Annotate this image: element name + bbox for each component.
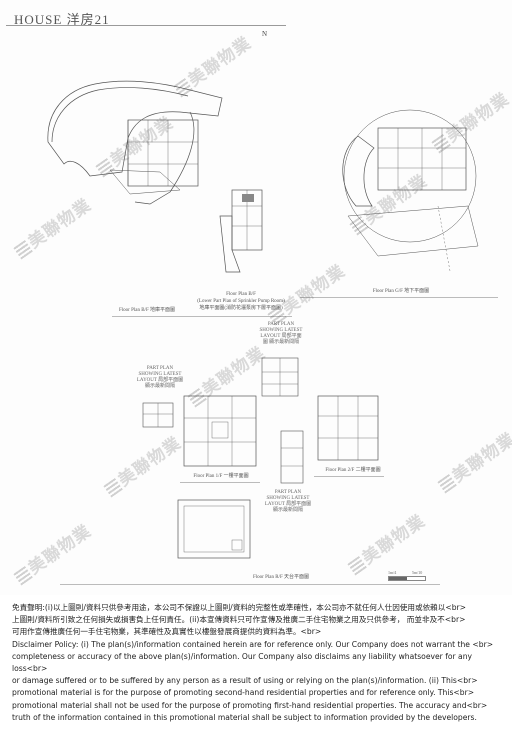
part-plan-mid xyxy=(280,430,304,484)
caption-rf: Floor Plan R/F 天台平面圖 xyxy=(253,575,309,580)
header: HOUSE 洋房21 xyxy=(6,6,486,27)
caption-bf: Floor Plan B/F 地庫平面圖 xyxy=(119,308,175,313)
caption-rule-rf xyxy=(60,584,440,585)
disclaimer-en-line: Disclaimer Policy: (i) The plan(s)/infor… xyxy=(12,639,494,649)
floor-plan-gf xyxy=(342,109,479,272)
watermark-text: 美聯物業 xyxy=(358,511,430,569)
scale-label-left: 1m/4 xyxy=(388,570,397,575)
watermark-text: 美聯物業 xyxy=(448,429,512,487)
disclaimer-en-line: truth of the information contained in th… xyxy=(12,712,477,722)
caption-lower-part-sub: (Lower Part Plan of Sprinkler Pump Room) xyxy=(197,299,285,304)
disclaimer-en-line: promotional material shall not be used f… xyxy=(12,700,488,710)
caption-lower-part-en: Floor Plan B/F xyxy=(226,292,256,297)
caption-1f: Floor Plan 1/F 一樓平面圖 xyxy=(193,474,249,479)
part-plan-top xyxy=(261,357,299,397)
disclaimer-en-line: or damage suffered or to be suffered by … xyxy=(12,676,478,686)
caption-rule-2f xyxy=(314,476,384,477)
scale-label-right: 5m/10 xyxy=(412,570,423,575)
watermark-text: 美聯物業 xyxy=(278,261,350,319)
part-plan-label-top: PART PLAN SHOWING LATEST LAYOUT 局部平面圖 顯示… xyxy=(259,322,303,345)
part-plan-left xyxy=(142,402,174,428)
floor-plan-bf xyxy=(47,80,223,205)
caption-rule-bf xyxy=(112,316,292,317)
north-arrow-icon: N xyxy=(262,30,268,38)
disclaimer-en-line: promotional material is for the purpose … xyxy=(12,688,475,698)
part-plan-label-mid: PART PLAN SHOWING LATEST LAYOUT 局部平面圖 顯示… xyxy=(264,490,312,513)
watermark-text: 美聯物業 xyxy=(114,433,186,491)
title-rule xyxy=(6,25,286,26)
floor-plan-2f xyxy=(317,395,379,461)
watermark-logo: 美聯物業 xyxy=(343,507,429,578)
caption-2f: Floor Plan 2/F 二樓平面圖 xyxy=(325,468,381,473)
scale-bar xyxy=(388,576,426,581)
watermark-logo: 美聯物業 xyxy=(433,425,512,496)
caption-gf: Floor Plan G/F 地下平面圖 xyxy=(372,289,430,294)
watermark-logo: 美聯物業 xyxy=(99,429,185,500)
disclaimer-en-line: completeness or accuracy of the above pl… xyxy=(12,651,473,674)
part-plan-label-left: PART PLAN SHOWING LATEST LAYOUT 局部平面圖 顯示… xyxy=(136,366,184,389)
floor-plan-lower-part xyxy=(219,189,263,273)
disclaimer-zh-line: 上圖則/資料所引致之任何損失或損害負上任何責任。(ii)本宣傳資料只可作宣傳及推… xyxy=(12,615,466,625)
watermark-logo: 美聯物業 xyxy=(9,517,95,588)
caption-rule-gf xyxy=(300,297,498,298)
floor-plan-1f xyxy=(183,395,257,467)
caption-rule-1f xyxy=(180,482,260,483)
disclaimer: 免責聲明:(i)以上圖則/資料只供參考用途，本公司不保證以上圖則/資料的完整性或… xyxy=(12,602,504,724)
disclaimer-zh-line: 可用作宣傳推廣任何一手住宅物業，其準確性及真實性以樓盤發展商提供的資料為準。<b… xyxy=(12,627,322,637)
watermark-text: 美聯物業 xyxy=(24,521,96,579)
disclaimer-zh-line: 免責聲明:(i)以上圖則/資料只供參考用途，本公司不保證以上圖則/資料的完整性或… xyxy=(12,603,467,612)
floor-plan-rf xyxy=(177,499,251,559)
page-title: HOUSE 洋房21 xyxy=(14,12,110,27)
caption-lower-part-zh: 地庫平面圖(消防花灑泵房下層平面圖) xyxy=(199,306,283,311)
floor-plan-sheet: HOUSE 洋房21 N Fl xyxy=(6,6,512,588)
